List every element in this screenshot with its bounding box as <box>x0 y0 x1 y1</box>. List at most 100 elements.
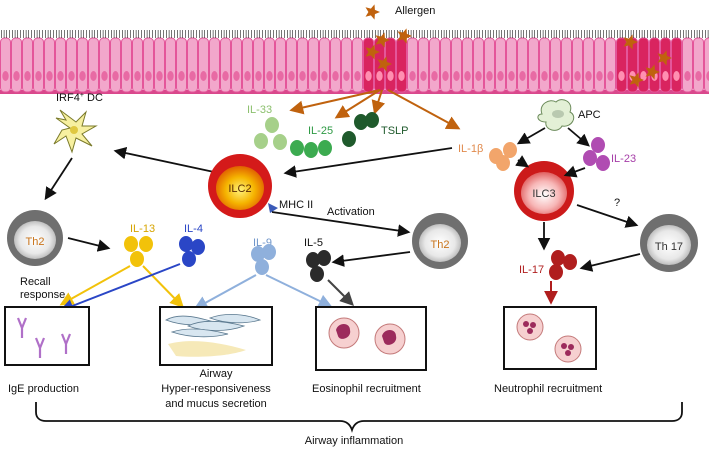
il5-dots <box>306 250 331 282</box>
irf4-dendritic-cell-icon <box>54 110 96 152</box>
cell-nucleus <box>387 71 393 81</box>
activation-label: Activation <box>327 206 375 218</box>
epithelial-cell <box>331 38 341 92</box>
epithelial-cell <box>496 38 506 92</box>
epithelial-cell <box>56 38 66 92</box>
epithelial-cell <box>177 38 187 92</box>
cell-nucleus <box>277 71 283 81</box>
cell-nucleus <box>200 71 206 81</box>
epithelial-cell <box>661 38 671 92</box>
epithelial-cell <box>639 38 649 92</box>
airway-box <box>160 307 272 365</box>
cell-nucleus <box>134 71 140 81</box>
ilc3-cell: ILC3 <box>514 161 574 221</box>
epithelial-cell <box>606 38 616 92</box>
cell-nucleus <box>563 71 569 81</box>
arrow-th17-to-il17 <box>582 254 640 268</box>
il13-dots <box>124 236 153 267</box>
cell-nucleus <box>57 71 63 81</box>
cilia <box>365 30 373 38</box>
cilia <box>156 30 164 38</box>
epithelial-cell <box>254 38 264 92</box>
epithelial-cell <box>342 38 352 92</box>
airway-label-line1: Airway <box>199 368 233 380</box>
cilia <box>497 30 505 38</box>
arrow-il1b-to-ilc3 <box>518 160 527 166</box>
epithelial-cell <box>265 38 275 92</box>
epithelial-cell <box>518 38 528 92</box>
cell-nucleus <box>398 71 404 81</box>
cell-nucleus <box>13 71 19 81</box>
epithelial-cell <box>419 38 429 92</box>
recall-label-line2: response <box>20 289 65 301</box>
arrow-il9-to-airway <box>196 275 256 308</box>
il1b-label: IL-1β <box>458 143 483 155</box>
epithelial-cell <box>276 38 286 92</box>
epithelial-cell <box>210 38 220 92</box>
question-label: ? <box>614 197 620 209</box>
cilia <box>189 30 197 38</box>
il1b-dots <box>489 142 517 171</box>
epithelial-cell <box>320 38 330 92</box>
cilia <box>299 30 307 38</box>
cilia <box>134 30 142 38</box>
cell-nucleus <box>299 71 305 81</box>
cilia <box>442 30 450 38</box>
il33-label: IL-33 <box>247 104 272 116</box>
cilia <box>508 30 516 38</box>
cell-nucleus <box>332 71 338 81</box>
cilia <box>222 30 230 38</box>
cilia <box>145 30 153 38</box>
il33-dots <box>254 117 287 150</box>
il23-label: IL-23 <box>611 153 636 165</box>
il25-dots <box>290 140 332 158</box>
cell-nucleus <box>266 71 272 81</box>
epithelial-cell <box>1 38 11 92</box>
cilia <box>68 30 76 38</box>
cilia <box>2 30 10 38</box>
ige-box <box>5 307 89 365</box>
cilia <box>13 30 21 38</box>
cilia <box>673 30 681 38</box>
cilia <box>475 30 483 38</box>
th2-right-label: Th2 <box>431 239 450 251</box>
arrow-il13-to-ige <box>62 266 130 304</box>
cilia <box>387 30 395 38</box>
cell-nucleus <box>475 71 481 81</box>
epithelial-cell <box>562 38 572 92</box>
cell-nucleus <box>607 71 613 81</box>
il4-dots <box>179 236 205 267</box>
airway-epithelium <box>0 30 709 94</box>
cilia <box>112 30 120 38</box>
th2-left-label: Th2 <box>26 236 45 248</box>
epithelial-cell <box>573 38 583 92</box>
epithelial-cell <box>243 38 253 92</box>
cell-nucleus <box>365 71 371 81</box>
epithelial-cell <box>474 38 484 92</box>
epithelial-cell <box>199 38 209 92</box>
arrow-dc-to-th2 <box>46 158 72 198</box>
cilia <box>354 30 362 38</box>
cilia <box>706 30 709 38</box>
cilia <box>321 30 329 38</box>
arrow-il5-to-eos <box>328 280 352 304</box>
cell-nucleus <box>673 71 679 81</box>
epithelial-cell <box>430 38 440 92</box>
cilia <box>244 30 252 38</box>
airway-label-line3: and mucus secretion <box>165 398 267 410</box>
epithelial-cell <box>144 38 154 92</box>
cell-nucleus <box>2 71 8 81</box>
apc-cell-icon <box>538 100 574 131</box>
cilia <box>46 30 54 38</box>
arrow-th2-to-il13 <box>68 238 108 248</box>
cell-nucleus <box>167 71 173 81</box>
cilia <box>35 30 43 38</box>
airway-inflammation-label: Airway inflammation <box>305 435 403 447</box>
cell-nucleus <box>508 71 514 81</box>
cell-nucleus <box>585 71 591 81</box>
cilia <box>332 30 340 38</box>
cell-nucleus <box>519 71 525 81</box>
cell-nucleus <box>145 71 151 81</box>
